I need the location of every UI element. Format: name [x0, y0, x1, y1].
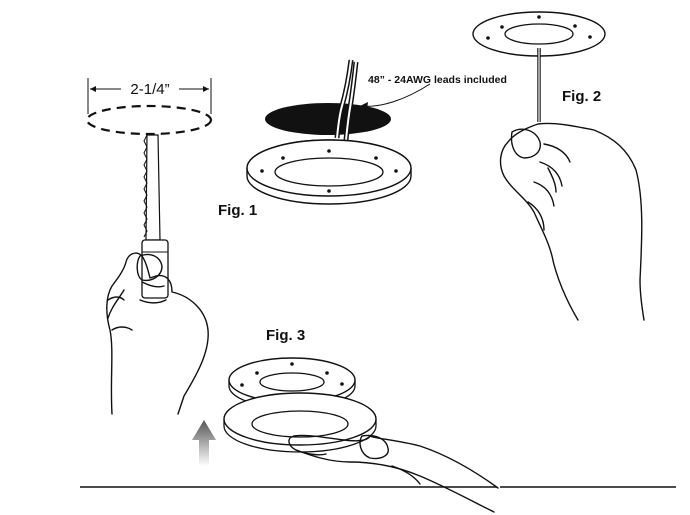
- leads-note: 48” - 24AWG leads included: [368, 74, 507, 86]
- right-hand: [499, 122, 645, 321]
- lead-wires: [334, 59, 359, 141]
- left-hand: [106, 252, 209, 415]
- fig3-label: Fig. 3: [266, 327, 305, 344]
- fig1-label: Fig. 1: [218, 202, 257, 219]
- ceiling-hole: [265, 103, 391, 135]
- cutout-hole-outline: [85, 104, 213, 136]
- trim-ring-fig1: [246, 139, 412, 205]
- leads-callout: 48” - 24AWG leads included: [360, 74, 507, 109]
- hand-saw-icon: [141, 134, 169, 299]
- cutout-dimension: 2-1/4”: [87, 78, 212, 114]
- up-arrow-icon: [192, 420, 216, 466]
- trim-ring-fig3: [223, 392, 377, 453]
- mounting-plate-fig2: [472, 11, 606, 57]
- bottom-hand: [288, 434, 499, 513]
- dimension-label: 2-1/4”: [130, 81, 169, 98]
- fig2-label: Fig. 2: [562, 88, 601, 105]
